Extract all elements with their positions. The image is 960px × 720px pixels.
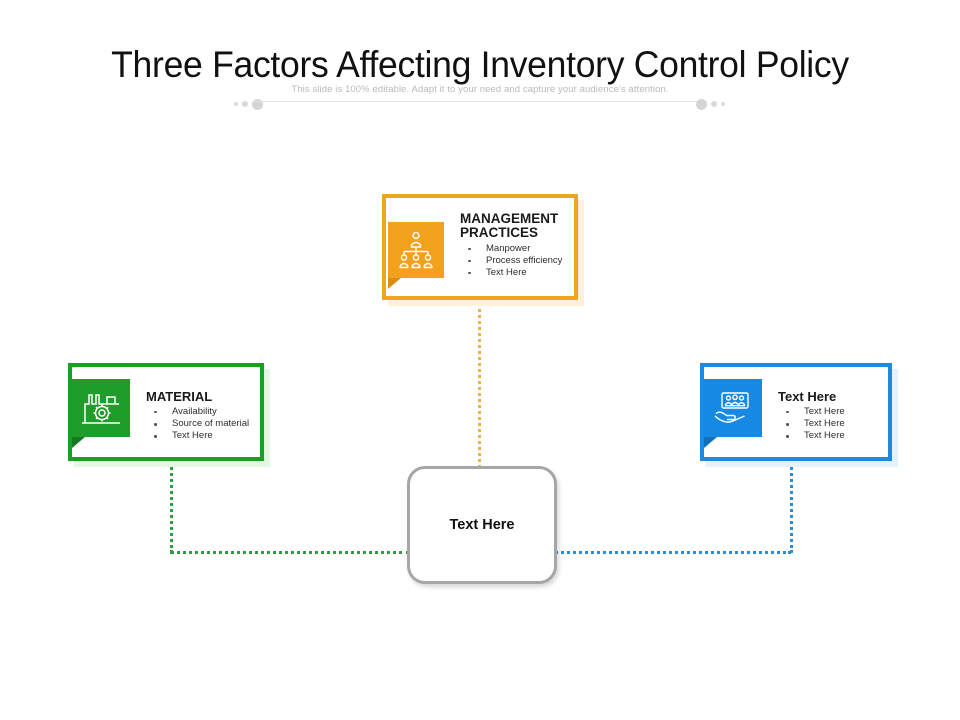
factory-gear-icon [72, 379, 130, 448]
page-title: Three Factors Affecting Inventory Contro… [111, 44, 849, 85]
orange-connector-vertical [478, 302, 481, 468]
deco-dot-medium [711, 101, 717, 107]
deco-dot-large [252, 98, 263, 110]
card-heading: MANAGEMENT PRACTICES [460, 211, 559, 241]
list-item: Source of material [146, 418, 260, 430]
blue-connector-vertical [790, 462, 793, 553]
hand-holding-people-icon [704, 379, 762, 448]
list-item: Text Here [778, 430, 888, 442]
deco-dot-large [696, 98, 707, 110]
deco-dot-small [721, 102, 725, 106]
list-item: Manpower [460, 243, 574, 255]
blue-connector-horizontal [550, 551, 791, 554]
page-subtitle: This slide is 100% editable. Adapt it to… [291, 84, 669, 95]
header-rule [253, 101, 707, 102]
list-item: Text Here [778, 406, 888, 418]
card-bullet-list: Text Here Text Here Text Here [778, 406, 888, 442]
center-node-label: Text Here [449, 517, 515, 533]
card-heading: Text Here [778, 389, 837, 404]
deco-dot-medium [242, 101, 248, 107]
hand-people-glyph [714, 392, 749, 423]
list-item: Text Here [146, 430, 260, 442]
card-bullet-list: Availability Source of material Text Her… [146, 406, 260, 442]
org-chart-glyph [399, 231, 433, 269]
card-body: Text Here Text Here Text Here Text Here [704, 367, 888, 457]
icon-tile-tail [388, 278, 401, 289]
green-connector-horizontal [170, 551, 410, 554]
card-body: MATERIAL Availability Source of material… [72, 367, 260, 457]
card-bullet-list: Manpower Process efficiency Text Here [460, 243, 574, 279]
card-management-practices[interactable]: MANAGEMENT PRACTICES Manpower Process ef… [382, 194, 584, 306]
icon-tile-tail [704, 437, 717, 448]
list-item: Text Here [778, 418, 888, 430]
factory-gear-glyph [82, 394, 120, 424]
icon-tile-background [72, 379, 130, 437]
header-decoration-right [694, 96, 727, 112]
list-item: Text Here [460, 267, 574, 279]
icon-tile-tail [72, 437, 85, 448]
list-item: Availability [146, 406, 260, 418]
card-material[interactable]: MATERIAL Availability Source of material… [68, 363, 270, 467]
list-item: Process efficiency [460, 255, 574, 267]
org-chart-icon [388, 222, 444, 289]
header-decoration-left [232, 96, 265, 112]
green-connector-vertical [170, 462, 173, 553]
card-text-here[interactable]: Text Here Text Here Text Here Text Here [700, 363, 898, 467]
card-heading: MATERIAL [146, 389, 213, 404]
deco-dot-small [234, 102, 238, 106]
center-node[interactable]: Text Here [407, 466, 557, 584]
card-body: MANAGEMENT PRACTICES Manpower Process ef… [386, 198, 574, 296]
